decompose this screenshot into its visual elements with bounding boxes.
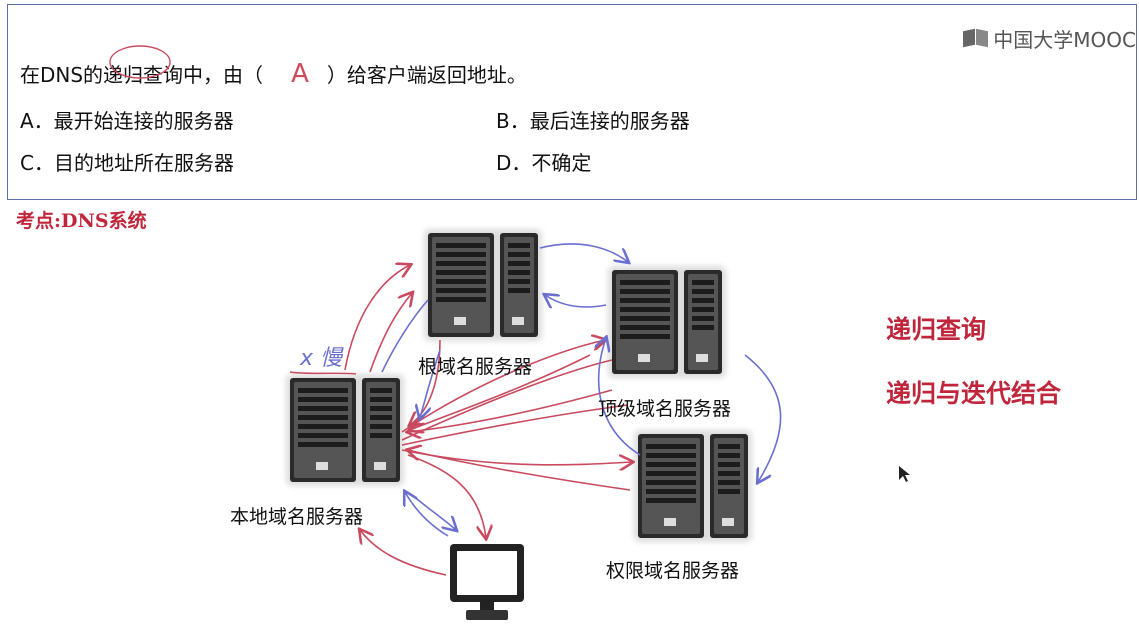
stem-after: ）给客户端返回地址。 bbox=[326, 63, 527, 87]
client-computer-icon bbox=[450, 544, 524, 620]
recursive-iterative-label: 递归与迭代结合 bbox=[886, 379, 1062, 408]
root-server-icon bbox=[424, 229, 542, 341]
question-box: 中国大学MOOC 在DNS的递归查询中，由（ A ）给客户端返回地址。 A．最开始连… bbox=[7, 4, 1137, 200]
question-stem: 在DNS的递归查询中，由（ A ）给客户端返回地址。 bbox=[20, 59, 527, 89]
auth-server-label: 权限域名服务器 bbox=[606, 560, 740, 582]
answer-mark: A bbox=[291, 59, 309, 89]
recursive-query-label: 递归查询 bbox=[886, 315, 987, 344]
mooc-logo: 中国大学MOOC bbox=[963, 25, 1136, 52]
stem-before: 在DNS的递归查询中，由（ bbox=[20, 63, 264, 87]
option-a[interactable]: A．最开始连接的服务器 bbox=[20, 109, 234, 133]
tld-server-label: 顶级域名服务器 bbox=[598, 398, 732, 420]
local-server-icon bbox=[286, 374, 404, 486]
keypoint-label: 考点:DNS系统 bbox=[16, 210, 147, 232]
tld-server-icon bbox=[608, 266, 726, 378]
option-c[interactable]: C．目的地址所在服务器 bbox=[20, 151, 234, 175]
local-server-label: 本地域名服务器 bbox=[230, 506, 364, 528]
cursor-icon bbox=[899, 466, 910, 482]
option-b[interactable]: B．最后连接的服务器 bbox=[496, 109, 690, 133]
handwritten-note: x 慢 bbox=[300, 346, 343, 371]
logo-text: 中国大学MOOC bbox=[993, 27, 1136, 52]
root-server-label: 根域名服务器 bbox=[418, 356, 533, 378]
option-d[interactable]: D．不确定 bbox=[496, 151, 592, 175]
auth-server-icon bbox=[634, 430, 752, 542]
